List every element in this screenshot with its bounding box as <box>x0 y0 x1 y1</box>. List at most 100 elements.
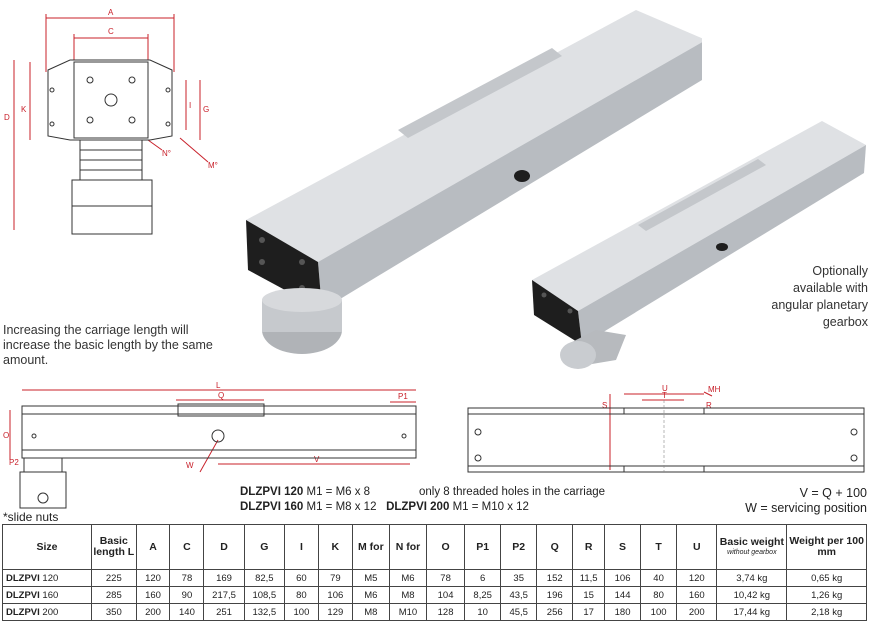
table-header-label: Weight per 100 mm <box>789 535 864 558</box>
table-cell: 11,5 <box>572 569 606 587</box>
spec-size-160: DLZPVI 160 <box>240 501 304 513</box>
table-cell: 100 <box>283 603 319 621</box>
spec-m1-120: M1 = M6 x 8 <box>306 486 371 498</box>
dim-label-s: S <box>602 401 607 410</box>
table-header-label: P2 <box>512 540 526 553</box>
table-cell: 2,18 kg <box>786 603 867 621</box>
table-cell: M10 <box>388 603 428 621</box>
formula-w: W = servicing position <box>745 501 867 515</box>
table-cell: 217,5 <box>203 586 245 604</box>
table-cell: 78 <box>425 569 466 587</box>
dim-label-n: N° <box>162 149 171 158</box>
dim-label-o: O <box>3 431 9 440</box>
table-cell: 106 <box>317 586 353 604</box>
table-header-cell: D <box>203 524 245 570</box>
dim-label-r: R <box>706 401 712 410</box>
table-header-label: D <box>220 540 228 553</box>
table-cell: 35 <box>500 569 538 587</box>
table-cell: 285 <box>91 586 137 604</box>
table-header-cell: Q <box>536 524 574 570</box>
table-header-label: U <box>692 540 701 553</box>
spec-holes-note: only 8 threaded holes in the carriage <box>419 486 606 498</box>
table-cell: 104 <box>425 586 466 604</box>
gearbox-note-line-4: gearbox <box>822 315 868 329</box>
table-header-label: K <box>331 540 340 553</box>
table-header-cell: S <box>604 524 642 570</box>
table-cell: 129 <box>317 603 353 621</box>
table-header-label: T <box>655 540 662 553</box>
table-cell: 6 <box>464 569 502 587</box>
table-cell: 8,25 <box>464 586 502 604</box>
table-cell-size: DLZPVI 160 <box>1 586 93 604</box>
table-cell-model: DLZPVI <box>6 572 40 584</box>
table-header-sublabel: without gearbox <box>727 549 777 556</box>
dim-label-c: C <box>108 27 114 36</box>
table-header-label: S <box>619 540 627 553</box>
table-cell: M5 <box>351 569 390 587</box>
table-cell: 100 <box>640 603 678 621</box>
table-header-label: Size <box>36 540 58 553</box>
table-cell: M6 <box>351 586 390 604</box>
table-cell: 60 <box>283 569 319 587</box>
table-header-cell: C <box>169 524 205 570</box>
gearbox-note-line-3: angular planetary <box>771 298 868 312</box>
table-header-cell: T <box>640 524 678 570</box>
table-cell: 82,5 <box>243 569 285 587</box>
table-cell-size: DLZPVI 200 <box>1 603 93 621</box>
table-header-label: G <box>260 540 269 553</box>
dim-label-k: K <box>21 105 27 114</box>
table-cell-size-value: 160 <box>39 589 59 601</box>
table-cell: 40 <box>640 569 678 587</box>
table-cell: 200 <box>135 603 171 621</box>
table-header-label: I <box>299 540 303 553</box>
table-cell: 225 <box>91 569 137 587</box>
table-cell: 256 <box>536 603 574 621</box>
spec-line-2: DLZPVI 160 M1 = M8 x 12 DLZPVI 200 M1 = … <box>240 501 529 513</box>
table-cell: 120 <box>676 569 718 587</box>
table-cell: 17 <box>572 603 606 621</box>
spec-size-200: DLZPVI 200 <box>386 501 450 513</box>
dim-label-l: L <box>216 381 221 390</box>
table-header-label: Basic weight <box>719 536 784 548</box>
table-cell: 10 <box>464 603 502 621</box>
table-header-label: N for <box>395 540 421 553</box>
table-cell: 160 <box>676 586 718 604</box>
table-cell: 79 <box>317 569 353 587</box>
table-cell: 3,74 kg <box>716 569 788 587</box>
dim-label-p1: P1 <box>398 392 408 401</box>
table-header-cell: Size <box>1 524 93 570</box>
spec-m1-160: M1 = M8 x 12 <box>306 501 377 513</box>
table-cell: 144 <box>604 586 642 604</box>
table-header-cell: M for <box>351 524 390 570</box>
dim-label-v: V <box>314 455 320 464</box>
table-cell-size-value: 120 <box>39 572 59 584</box>
gearbox-note-line-1: Optionally <box>812 264 868 278</box>
table-cell: M6 <box>388 569 428 587</box>
table-header-cell: O <box>425 524 466 570</box>
table-cell: 45,5 <box>500 603 538 621</box>
table-header-label: R <box>584 540 593 553</box>
table-cell: 106 <box>604 569 642 587</box>
table-cell: M8 <box>351 603 390 621</box>
table-header-label: P1 <box>476 540 490 553</box>
table-header-label: M for <box>358 540 384 553</box>
table-cell-model: DLZPVI <box>6 589 40 601</box>
table-header-cell: U <box>676 524 718 570</box>
spec-line-1: DLZPVI 120 M1 = M6 x 8 <box>240 486 370 498</box>
dim-label-mh: MH <box>708 385 721 394</box>
table-cell: 80 <box>640 586 678 604</box>
dim-label-d: D <box>4 113 10 122</box>
table-cell: 180 <box>604 603 642 621</box>
table-header-cell: I <box>283 524 319 570</box>
dim-label-p2: P2 <box>9 458 19 467</box>
table-header-cell: Weight per 100 mm <box>786 524 867 570</box>
table-header-cell: R <box>572 524 606 570</box>
table-cell: 128 <box>425 603 466 621</box>
table-header-label: C <box>183 540 191 553</box>
table-cell: 17,44 kg <box>716 603 788 621</box>
table-cell: 140 <box>169 603 205 621</box>
